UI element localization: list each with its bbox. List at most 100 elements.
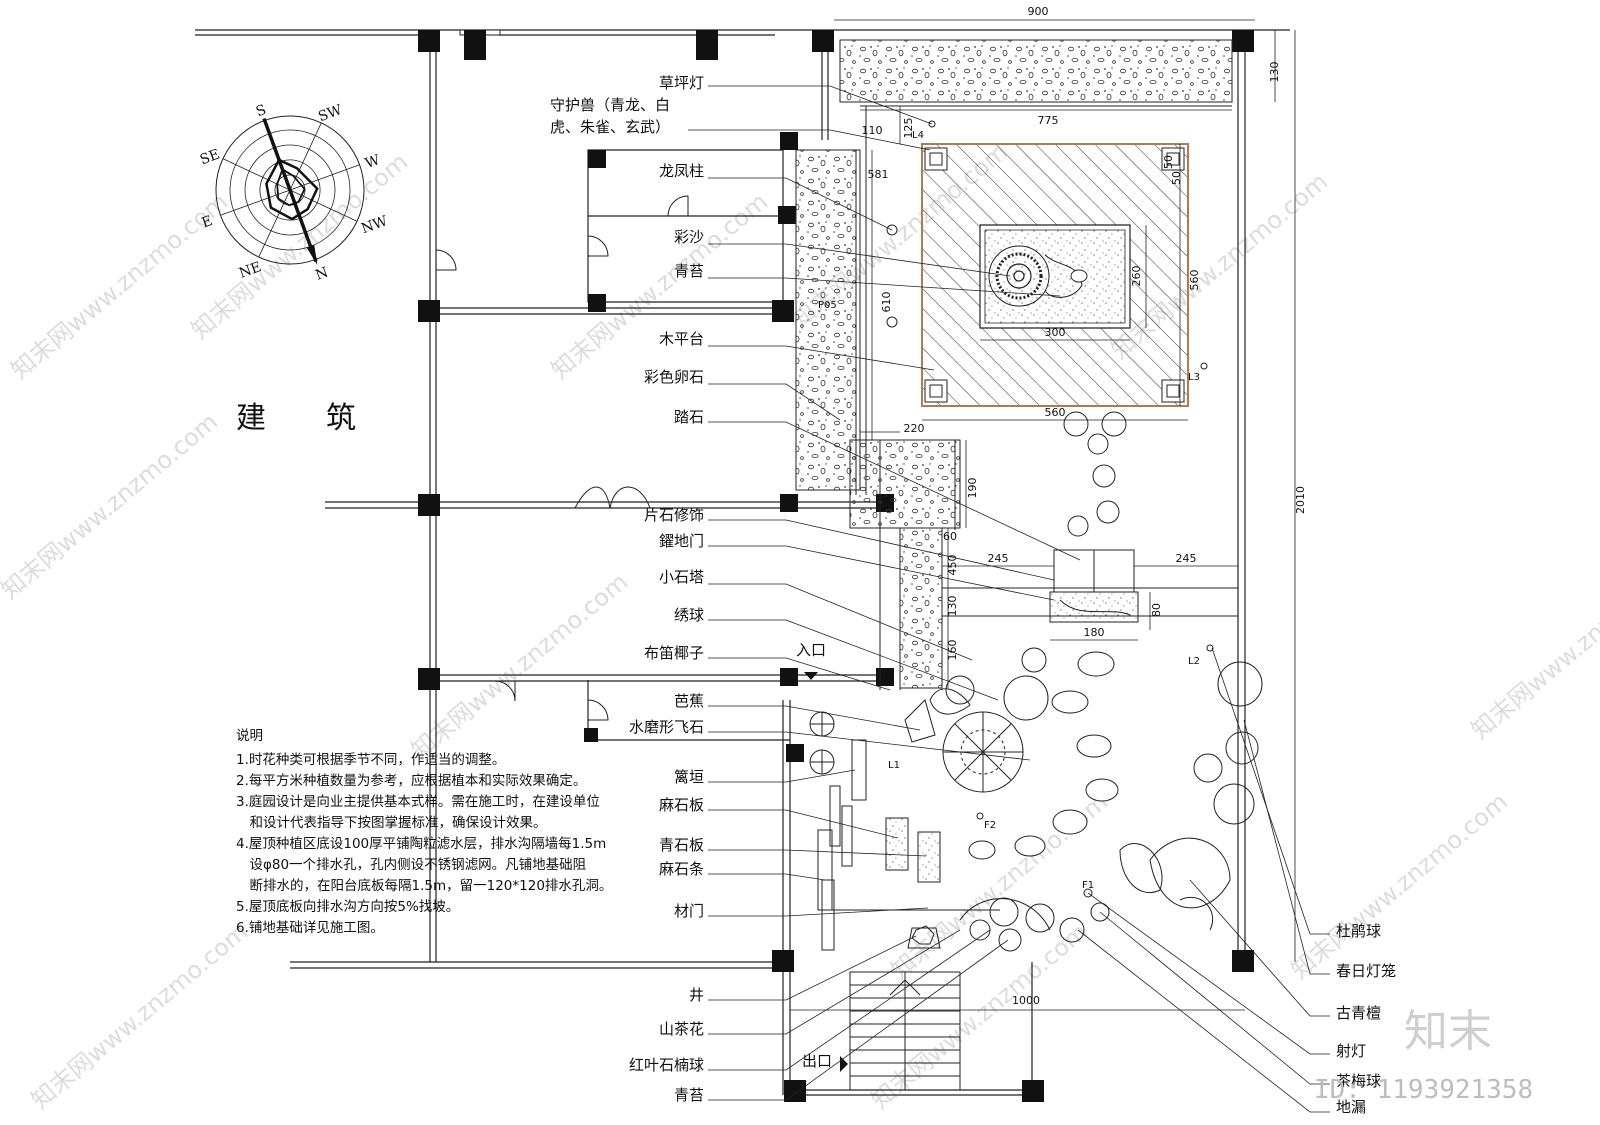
plan-label: 水磨形飞石 bbox=[629, 718, 704, 736]
notes-line: 2.每平方米种植数量为参考，应根据植本和实际效果确定。 bbox=[236, 772, 586, 789]
notes-line: 1.时花种类可根据季节不同，作适当的调整。 bbox=[236, 752, 505, 768]
watermark-text: 知末网www.znzmo.com bbox=[0, 408, 223, 605]
dimension-label: 125 bbox=[902, 118, 915, 139]
compass-label-nw: NW bbox=[359, 213, 390, 237]
lamp-tag: L4 bbox=[912, 130, 924, 141]
exit-label: 出口 bbox=[802, 1052, 832, 1070]
notes-line: 6.铺地基础详见施工图。 bbox=[236, 919, 384, 936]
compass-label-se: SE bbox=[198, 147, 222, 169]
lamp-tag: L2 bbox=[1188, 656, 1200, 667]
plan-label: 杜鹃球 bbox=[1336, 922, 1381, 940]
stepping-stones bbox=[968, 412, 1126, 860]
plan-label: 青苔 bbox=[674, 1086, 704, 1104]
watermark-text: 知末网www.znzmo.com bbox=[546, 188, 773, 385]
plan-label: 小石塔 bbox=[659, 568, 704, 586]
dimension-label: 80 bbox=[1150, 603, 1163, 617]
plan-label: 井 bbox=[689, 986, 704, 1004]
compass-label-w: W bbox=[363, 152, 383, 172]
notes-line: 断排水的，在阳台底板每隔1.5m，留一120*120排水孔洞。 bbox=[236, 878, 612, 894]
plan-label: 春日灯笼 bbox=[1336, 962, 1396, 980]
dimension-label: 245 bbox=[1176, 552, 1197, 565]
plan-label: 踏石 bbox=[674, 408, 704, 426]
plan-label: 草坪灯 bbox=[659, 74, 704, 92]
compass-label-s: S bbox=[254, 102, 268, 120]
dimension-label: 220 bbox=[904, 422, 925, 435]
plan-label: 鑃地门 bbox=[659, 532, 704, 550]
plan-label: 守护兽（青龙、白 bbox=[550, 96, 670, 114]
wooden-deck bbox=[922, 144, 1188, 406]
plan-label: 射灯 bbox=[1336, 1042, 1366, 1060]
shrine-gate bbox=[942, 550, 1238, 622]
plan-label: 彩色卵石 bbox=[644, 368, 704, 386]
lamp-tag: L3 bbox=[1188, 372, 1200, 383]
notes-line: 设φ80一个排水孔，孔内侧设不锈钢滤网。凡铺地基础阻 bbox=[236, 856, 586, 873]
plan-label: 龙凤柱 bbox=[659, 162, 704, 180]
watermark-text: 知末网www.znzmo.com bbox=[866, 918, 1093, 1115]
dimension-label: 160 bbox=[946, 640, 959, 661]
dimension-label: 180 bbox=[1084, 626, 1105, 639]
left-label-group: 草坪灯守护兽（青龙、白虎、朱雀、玄武）龙凤柱彩沙青苔木平台彩色卵石踏石片石修饰鑃… bbox=[550, 74, 704, 1104]
plan-label: 麻石板 bbox=[659, 796, 704, 814]
plan-label: 篱垣 bbox=[674, 768, 704, 786]
dimension-label: 300 bbox=[1045, 326, 1066, 339]
compass-label-sw: SW bbox=[316, 102, 345, 125]
dimension-label: 190 bbox=[966, 478, 979, 499]
dimension-label: 610 bbox=[880, 292, 893, 313]
plan-label: 红叶石楠球 bbox=[629, 1056, 704, 1074]
lamp-tag: F1 bbox=[1082, 880, 1094, 891]
plan-label: 古青檀 bbox=[1336, 1004, 1381, 1022]
plan-label: 青石板 bbox=[659, 836, 704, 854]
dimension-label: 130 bbox=[1268, 62, 1281, 83]
plan-label: 地漏 bbox=[1336, 1098, 1366, 1116]
notes-block: 说明 1.时花种类可根据季节不同，作适当的调整。 2.每平方米种植数量为参考，应根… bbox=[236, 728, 612, 936]
notes-line: 4.屋顶种植区底设100厚平铺陶粒滤水层，排水沟隔墙每1.5m bbox=[236, 836, 606, 852]
compass-label-ne: NE bbox=[237, 259, 264, 282]
dimension-label: 560 bbox=[1188, 270, 1201, 291]
dimension-label: 775 bbox=[1038, 114, 1059, 127]
dimension-label: 245 bbox=[988, 552, 1009, 565]
plan-label: 青苔 bbox=[674, 262, 704, 280]
entrance-label: 入口 bbox=[796, 641, 826, 659]
plan-label: 片石修饰 bbox=[644, 506, 704, 524]
entrance-arrow-icon bbox=[804, 672, 818, 680]
plan-label: 木平台 bbox=[659, 330, 704, 348]
dimension-lines bbox=[790, 20, 1295, 1010]
dimension-label: 2010 bbox=[1294, 486, 1307, 514]
watermark-text: 知末网www.znzmo.com bbox=[406, 568, 633, 765]
dimension-labels: 900 130 775 125 110 50 581 50 560 260 30… bbox=[862, 5, 1308, 1007]
notes-line: 和设计代表指导下按图掌握标准，确保设计效果。 bbox=[236, 815, 547, 831]
plan-label: 布笛椰子 bbox=[644, 644, 704, 662]
plan-label: 彩沙 bbox=[674, 228, 704, 246]
plan-label: 虎、朱雀、玄武） bbox=[550, 118, 670, 136]
watermark-id: ID: 1193921358 bbox=[1314, 1075, 1533, 1105]
planting-area bbox=[810, 648, 1262, 951]
notes-title: 说明 bbox=[236, 728, 263, 744]
dimension-label: 900 bbox=[1028, 5, 1049, 18]
plan-label: 山茶花 bbox=[659, 1020, 704, 1038]
lamp-tags: L4 L3 L2 L1 F1 F2 P05 bbox=[818, 130, 1200, 891]
dimension-label: 60 bbox=[943, 530, 957, 543]
plan-label: 芭蕉 bbox=[674, 692, 704, 710]
building-label: 建 筑 bbox=[236, 401, 356, 436]
dimension-label: 50 bbox=[1170, 171, 1183, 185]
watermark-text: 知末网www.znzmo.com bbox=[1286, 788, 1513, 985]
dimension-label: 1000 bbox=[1012, 994, 1040, 1007]
dimension-label: 450 bbox=[946, 555, 959, 576]
watermark-text: 知末网www.znzmo.com bbox=[26, 918, 253, 1115]
dimension-label: 110 bbox=[862, 124, 883, 137]
dimension-label: 581 bbox=[868, 168, 889, 181]
dimension-label: 560 bbox=[1045, 406, 1066, 419]
garden-surfaces bbox=[796, 40, 1232, 690]
notes-line: 5.屋顶底板向排水沟方向按5%找坡。 bbox=[236, 899, 459, 915]
compass-label-n: N bbox=[313, 265, 330, 284]
plan-label: 茶梅球 bbox=[1336, 1072, 1381, 1090]
notes-line: 3.庭园设计是向业主提供基本式样。需在施工时，在建设单位 bbox=[236, 793, 600, 810]
leader-lines bbox=[688, 86, 1330, 1112]
plan-label: 绣球 bbox=[674, 606, 704, 624]
dimension-label: 130 bbox=[946, 596, 959, 617]
watermark-logo: 知末 bbox=[1404, 1006, 1492, 1057]
dimension-label: 50 bbox=[1162, 155, 1175, 169]
plan-label: 材门 bbox=[674, 902, 704, 920]
